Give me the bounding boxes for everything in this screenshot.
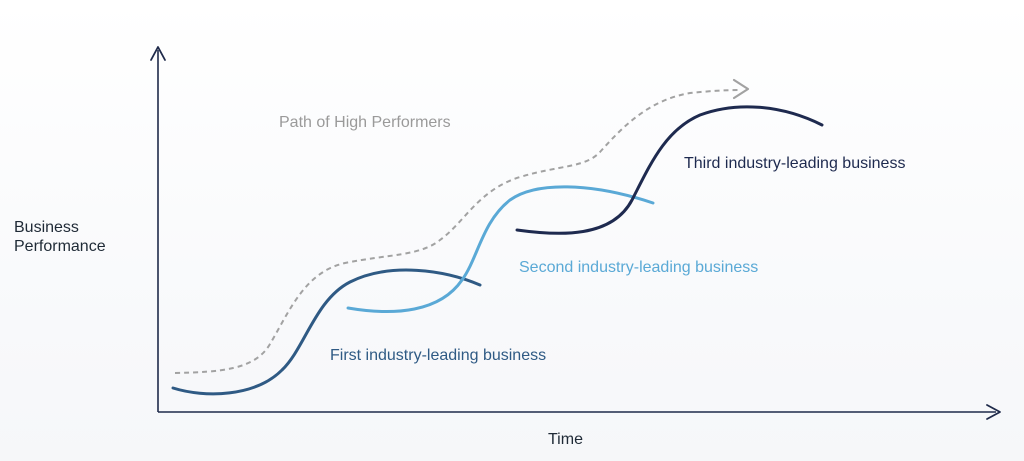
third-business-label: Third industry-leading business [684, 155, 906, 172]
second-business-label: Second industry-leading business [519, 259, 759, 276]
y-axis-label-line2: Performance [14, 238, 106, 256]
first-business-label: First industry-leading business [330, 347, 547, 364]
third-business-curve [515, 105, 824, 235]
x-axis-arrowhead [986, 404, 1001, 420]
y-axis-arrowhead [150, 46, 166, 61]
path-of-high-performers-curve [174, 89, 741, 374]
y-axis-label: Business Performance [14, 218, 144, 256]
second-business-curve [346, 185, 655, 313]
y-axis-label-line1: Business [14, 219, 79, 236]
path-of-high-performers-arrowhead [732, 78, 750, 100]
first-business-curve [171, 268, 482, 396]
x-axis-label: Time [548, 431, 583, 448]
path-of-high-performers-label: Path of High Performers [279, 114, 451, 131]
